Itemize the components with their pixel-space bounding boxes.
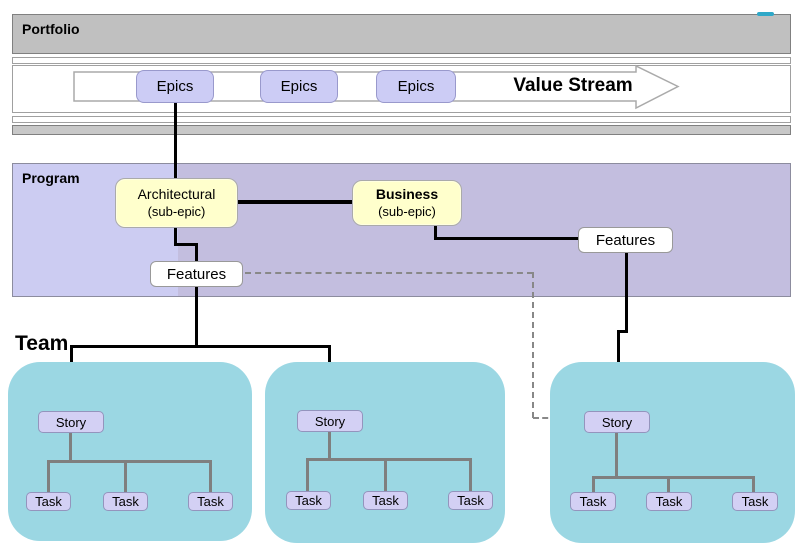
connector-features-right-down-v1 [625,253,628,333]
team-container-2 [265,362,505,543]
task-box: Task [570,492,616,511]
epic-box-3: Epics [376,70,456,103]
features-box-right: Features [578,227,673,253]
value-stream-label: Value Stream [513,75,633,96]
dashed-connector-h1 [245,272,533,274]
epic-box-1: Epics [136,70,214,103]
task-box: Task [103,492,148,511]
connector-story3-down [615,433,618,478]
connector-architectural-to-business [238,200,352,204]
connector-team2-task3 [469,458,472,492]
connector-features-right-jog [617,330,628,333]
connector-team-split-horizontal [70,345,331,348]
team-label: Team [15,332,69,355]
connector-features-left-down [195,243,198,347]
team-container-1 [8,362,252,541]
epic-box-2: Epics [260,70,338,103]
connector-team1-task3 [209,460,212,494]
task-box: Task [286,491,331,510]
connector-team3-task2 [667,476,670,493]
portfolio-bottom-bar [12,125,791,135]
program-label: Program [22,170,80,186]
connector-story2-down [328,432,331,461]
connector-epic-to-architectural [174,103,177,179]
task-box: Task [26,492,71,511]
task-box: Task [732,492,778,511]
teal-mark [757,12,774,16]
connector-story1-down [69,433,72,463]
connector-team1-task2 [124,460,127,494]
connector-team3-task3 [752,476,755,493]
business-title: Business [375,186,439,203]
portfolio-band [12,14,791,54]
connector-architectural-to-features-v1 [174,228,177,246]
task-box: Task [363,491,408,510]
business-subepic-box: Business (sub-epic) [352,180,462,226]
connector-team2-task1 [306,458,309,492]
business-subtitle: (sub-epic) [378,203,436,219]
architectural-title: Architectural [137,186,216,203]
features-box-left: Features [150,261,243,287]
task-box: Task [188,492,233,511]
story-box: Story [584,411,650,433]
portfolio-label: Portfolio [22,21,80,37]
connector-business-to-features-right [434,237,580,240]
architectural-subepic-box: Architectural (sub-epic) [115,178,238,228]
dashed-connector-v [532,272,534,418]
connector-team2-task2 [384,458,387,492]
connector-architectural-to-features-jog [174,243,198,246]
team-container-3 [550,362,795,543]
connector-team1-task1 [47,460,50,494]
program-band-right-section [178,164,790,296]
task-box: Task [646,492,692,511]
task-box: Task [448,491,493,510]
architectural-subtitle: (sub-epic) [147,203,206,219]
story-box: Story [38,411,104,433]
kanban-strip-bottom [12,116,791,123]
connector-team3-task1 [592,476,595,493]
story-box: Story [297,410,363,432]
connector-team2-split [306,458,471,461]
connector-team1-split [47,460,212,463]
kanban-strip-top [12,57,791,64]
connector-business-down [434,226,437,240]
connector-team3-split [592,476,755,479]
